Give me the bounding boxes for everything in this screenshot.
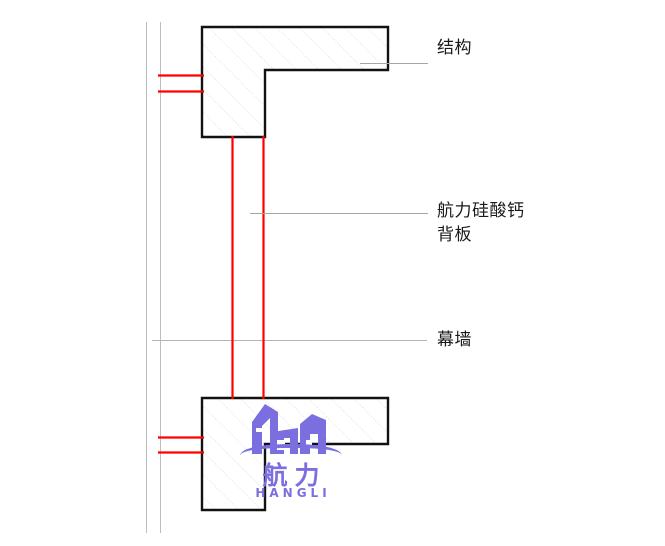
vertical-guide-lines [146,22,161,533]
label-calcium-silicate-backboard: 航力硅酸钙 背板 [437,201,525,245]
calcium-silicate-backboard-lines [231,136,265,399]
label-curtain-wall: 幕墙 [437,330,472,350]
anchor-marks-bottom [158,436,204,454]
structure-block-top [200,25,390,139]
label-structure: 结构 [437,38,472,58]
anchor-marks-top [158,74,204,93]
structure-block-bottom [200,396,390,512]
